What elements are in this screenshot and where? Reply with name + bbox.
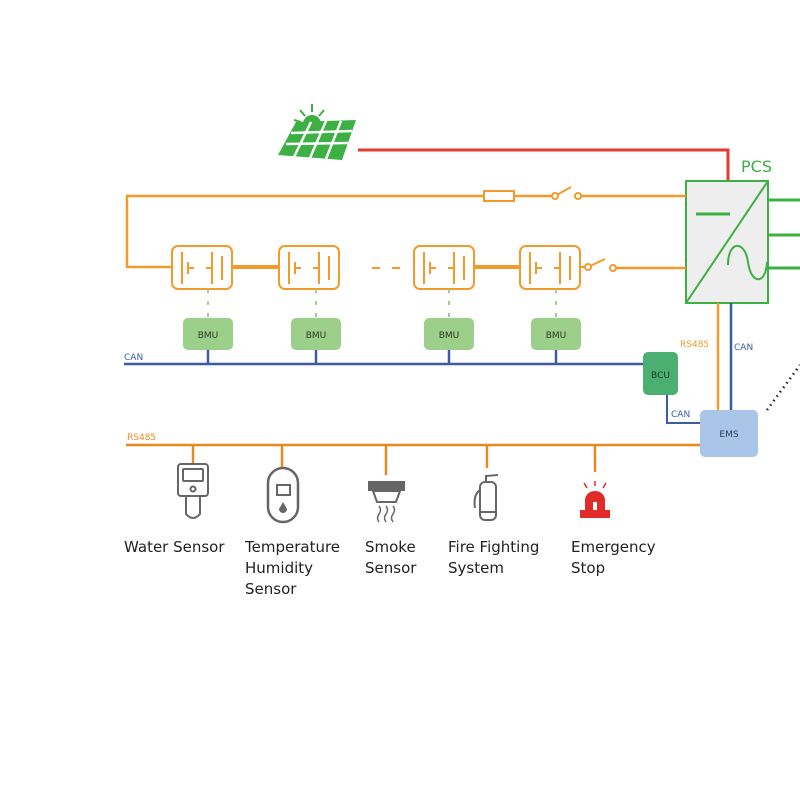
bcu-can-label: CAN [671, 410, 690, 420]
can-bus-label: CAN [124, 353, 143, 363]
pv-line [358, 148, 730, 180]
bmu-box: BMU [531, 318, 581, 350]
rs485-bus-label: RS485 [127, 433, 156, 443]
bmu-label: BMU [439, 331, 460, 341]
solar-panel-icon [278, 104, 356, 160]
pcs-can-label: CAN [734, 343, 753, 353]
device-label: Fire Fighting [448, 538, 539, 556]
bmu-box: BMU [424, 318, 474, 350]
switch-icon [580, 258, 686, 272]
thermometer-hygrometer-icon [266, 466, 300, 524]
device-label: Humidity [245, 559, 313, 577]
fire-extinguisher-icon [473, 474, 499, 521]
bmu-label: BMU [306, 331, 327, 341]
fuse-icon [483, 190, 515, 202]
bmu-label: BMU [198, 331, 219, 341]
bmu-label: BMU [546, 331, 567, 341]
device-label: Temperature [244, 538, 340, 556]
ems-box: EMS [700, 410, 758, 457]
device-label: Stop [571, 559, 605, 577]
pcs-rs485-label: RS485 [680, 340, 709, 350]
device-label: System [448, 559, 504, 577]
dc-bus-top [125, 194, 686, 269]
battery-icon [171, 245, 233, 290]
bmu-box: BMU [183, 318, 233, 350]
alarm-beacon-icon [580, 481, 610, 518]
bcu-label: BCU [651, 371, 670, 381]
smoke-detector-icon [368, 481, 405, 523]
battery-icon [413, 245, 475, 290]
device-label: Emergency [571, 538, 656, 556]
ac-output-lines [768, 198, 800, 270]
pcs-label: PCS [741, 157, 772, 176]
switch-icon [551, 186, 582, 200]
battery-icon [519, 245, 581, 290]
device-label: Water Sensor [124, 538, 225, 556]
battery-icon [278, 245, 340, 290]
bcu-box: BCU [643, 352, 678, 395]
ems-label: EMS [719, 430, 738, 440]
device-label: Sensor [365, 559, 417, 577]
water-sensor-icon [177, 463, 209, 519]
pcs-converter [685, 180, 769, 304]
bcu-ems-can-line [666, 395, 700, 424]
device-label: Sensor [245, 580, 297, 598]
bmu-box: BMU [291, 318, 341, 350]
ems-remote-dotted-link [765, 364, 800, 411]
device-label: Smoke [365, 538, 416, 556]
